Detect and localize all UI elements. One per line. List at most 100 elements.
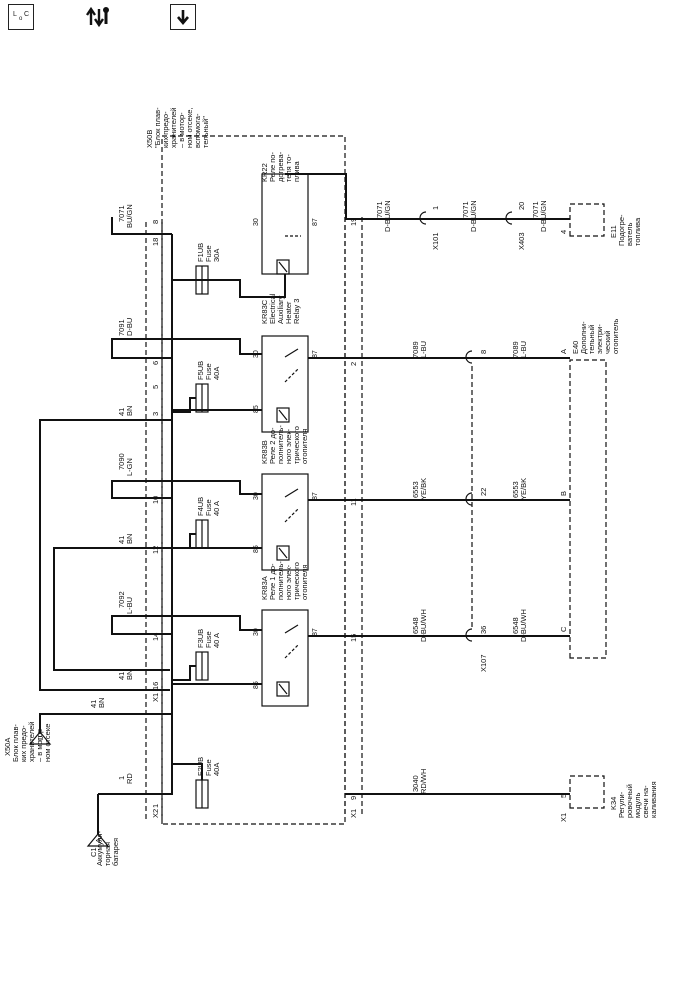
location-icon-button[interactable]: L o C: [8, 4, 34, 30]
svg-text:Блок плав-: Блок плав-: [11, 724, 20, 762]
svg-text:тельный: тельный: [587, 325, 596, 354]
svg-text:1: 1: [431, 206, 440, 210]
svg-text:C: C: [24, 11, 29, 18]
svg-text:BN: BN: [125, 670, 134, 680]
right-wire-labels: 7071 D-BU/GN 7071 D-BU/GN 7071 D-BU/GN 7…: [375, 200, 548, 794]
fuse-f5ub: F5UB Fuse 40A: [195, 361, 221, 413]
wire-7071: [285, 173, 560, 220]
svg-text:40 A: 40 A: [212, 501, 221, 516]
svg-text:Реле по-: Реле по-: [268, 152, 277, 182]
svg-text:BU/GN: BU/GN: [125, 204, 134, 228]
svg-text:19: 19: [349, 218, 358, 226]
svg-text:X2: X2: [151, 809, 160, 818]
svg-text:Аккумуля-: Аккумуля-: [95, 830, 104, 866]
svg-text:11: 11: [349, 498, 358, 506]
svg-text:Реле 2 до-: Реле 2 до-: [268, 427, 277, 464]
svg-text:X50B: X50B: [145, 130, 154, 148]
svg-text:Подогре-: Подогре-: [617, 214, 626, 246]
relay-kr83a: 30 87 85 KR83A Реле 1 до- полнитель- ног…: [253, 561, 319, 707]
svg-text:топлива: топлива: [633, 217, 642, 246]
fuse-f4ub: F4UB Fuse 40 A: [195, 497, 221, 549]
svg-text:8: 8: [151, 220, 160, 224]
svg-text:36: 36: [479, 626, 488, 634]
left-connector-labels: X1 X2: [151, 693, 160, 818]
svg-text:20: 20: [517, 202, 526, 210]
location-icon: L o C: [13, 11, 29, 22]
svg-text:– в мотор-: – в мотор-: [35, 726, 44, 762]
svg-text:ровочный: ровочный: [625, 784, 634, 818]
arrow-down-icon: [177, 10, 189, 26]
svg-text:16: 16: [151, 682, 160, 690]
svg-text:X101: X101: [431, 232, 440, 250]
svg-text:87: 87: [312, 218, 319, 226]
svg-text:41: 41: [89, 700, 98, 708]
svg-text:Дополни-: Дополни-: [579, 321, 588, 354]
svg-text:батарея: батарея: [111, 838, 120, 866]
svg-text:4: 4: [559, 230, 568, 234]
svg-text:D-BU: D-BU: [125, 318, 134, 336]
svg-text:X107: X107: [479, 654, 488, 672]
svg-text:85: 85: [253, 545, 260, 553]
svg-text:F4UB: F4UB: [196, 497, 205, 516]
svg-text:7071: 7071: [375, 201, 384, 218]
svg-text:торная: торная: [103, 842, 112, 866]
svg-text:B: B: [559, 491, 568, 496]
component-e11: 4 E11 Подогре- ватель топлива: [559, 203, 642, 246]
toolbar: L o C: [0, 0, 700, 40]
svg-text:8: 8: [479, 350, 488, 354]
svg-text:Fuse: Fuse: [204, 499, 213, 516]
source-x50a: U X50A Блок плав- ких предо- хранителей …: [3, 714, 52, 762]
svg-text:1: 1: [151, 804, 160, 808]
svg-text:Регули-: Регули-: [617, 791, 626, 818]
svg-text:F1UB: F1UB: [196, 243, 205, 262]
svg-text:F2UB: F2UB: [196, 757, 205, 776]
svg-text:87: 87: [312, 628, 319, 636]
svg-text:BN: BN: [97, 698, 106, 708]
svg-text:ном отсеке: ном отсеке: [43, 724, 52, 762]
svg-text:87: 87: [312, 350, 319, 358]
svg-text:Fuse: Fuse: [204, 363, 213, 380]
svg-text:ном отсеке,: ном отсеке,: [185, 108, 194, 148]
svg-text:Fuse: Fuse: [204, 759, 213, 776]
svg-text:A: A: [559, 349, 568, 354]
svg-text:7071: 7071: [461, 201, 470, 218]
svg-text:L: L: [13, 11, 17, 18]
svg-text:– в мотор-: – в мотор-: [177, 112, 186, 148]
main-bus: [98, 234, 173, 795]
svg-text:полнитель-: полнитель-: [276, 561, 285, 600]
svg-text:41: 41: [117, 408, 126, 416]
download-button[interactable]: [170, 4, 196, 30]
fuse-f1ub: F1UB Fuse 30A: [195, 243, 221, 295]
svg-text:L-BU: L-BU: [519, 341, 528, 358]
svg-text:30: 30: [253, 218, 260, 226]
svg-text:Реле 1 до-: Реле 1 до-: [268, 563, 277, 600]
relay-kr83b: 30 87 85 KR83B Реле 2 до- полнитель- ног…: [253, 425, 319, 571]
svg-text:1: 1: [117, 776, 126, 780]
svg-text:ного элек-: ного элек-: [284, 564, 293, 600]
svg-text:7091: 7091: [117, 319, 126, 336]
svg-text:Fuse: Fuse: [204, 245, 213, 262]
svg-text:12: 12: [151, 546, 160, 554]
svg-text:Heater: Heater: [284, 301, 293, 324]
svg-text:отопителя: отопителя: [300, 429, 309, 465]
svg-text:отопителя: отопителя: [300, 565, 309, 601]
svg-text:18: 18: [151, 238, 160, 246]
svg-text:C: C: [559, 626, 568, 632]
svg-text:40 A: 40 A: [212, 633, 221, 648]
svg-text:7071: 7071: [531, 201, 540, 218]
svg-text:трического: трического: [292, 426, 301, 464]
svg-text:теля то-: теля то-: [284, 154, 293, 182]
svg-text:7092: 7092: [117, 591, 126, 608]
svg-text:ких предо-: ких предо-: [19, 725, 28, 762]
svg-text:ческий: ческий: [603, 331, 612, 355]
svg-text:D-BU/WH: D-BU/WH: [419, 609, 428, 642]
svg-text:L-BU: L-BU: [419, 341, 428, 358]
svg-text:X50A: X50A: [3, 738, 12, 756]
svg-text:KR83A: KR83A: [260, 576, 269, 600]
svg-text:RD: RD: [125, 773, 134, 784]
svg-text:30: 30: [253, 628, 260, 636]
relay-kr22: 30 87 KR22 Реле по- догрева- теля то- пл…: [253, 151, 319, 275]
source-c1: A C1 Аккумуля- торная батарея: [86, 794, 120, 866]
flow-icon-button[interactable]: [86, 4, 112, 30]
